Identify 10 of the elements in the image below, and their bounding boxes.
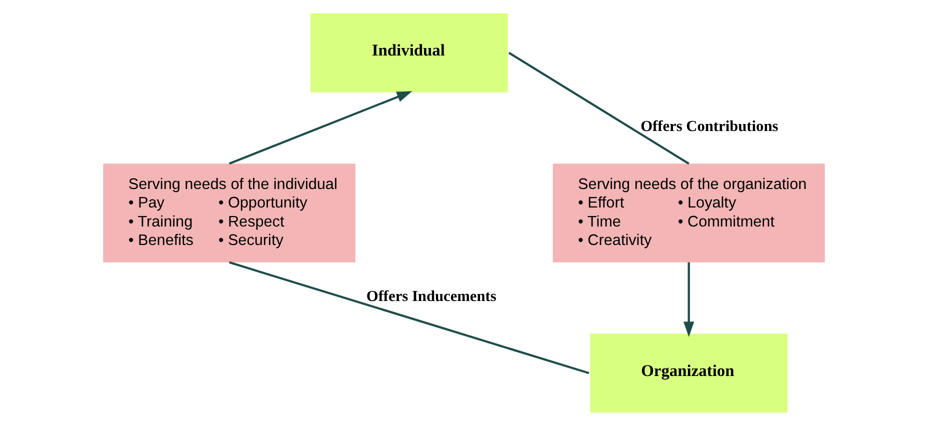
node-box: Individual — [310, 12, 508, 92]
connector — [228, 260, 590, 374]
edge-label: Offers Contributions — [640, 117, 778, 134]
arrow — [683, 262, 694, 336]
edge-label: Offers Inducements — [366, 287, 496, 304]
node-box: Serving needs of the organization • Effort • Loyalty • Time • Commitment • Creativity — [552, 163, 825, 262]
node-box: Organization — [590, 333, 788, 412]
node-box: Serving needs of the individual • Pay • Opportunity • Training • Respect • Benefits • Security — [103, 163, 356, 262]
connector — [508, 51, 690, 164]
arrow — [228, 90, 412, 164]
